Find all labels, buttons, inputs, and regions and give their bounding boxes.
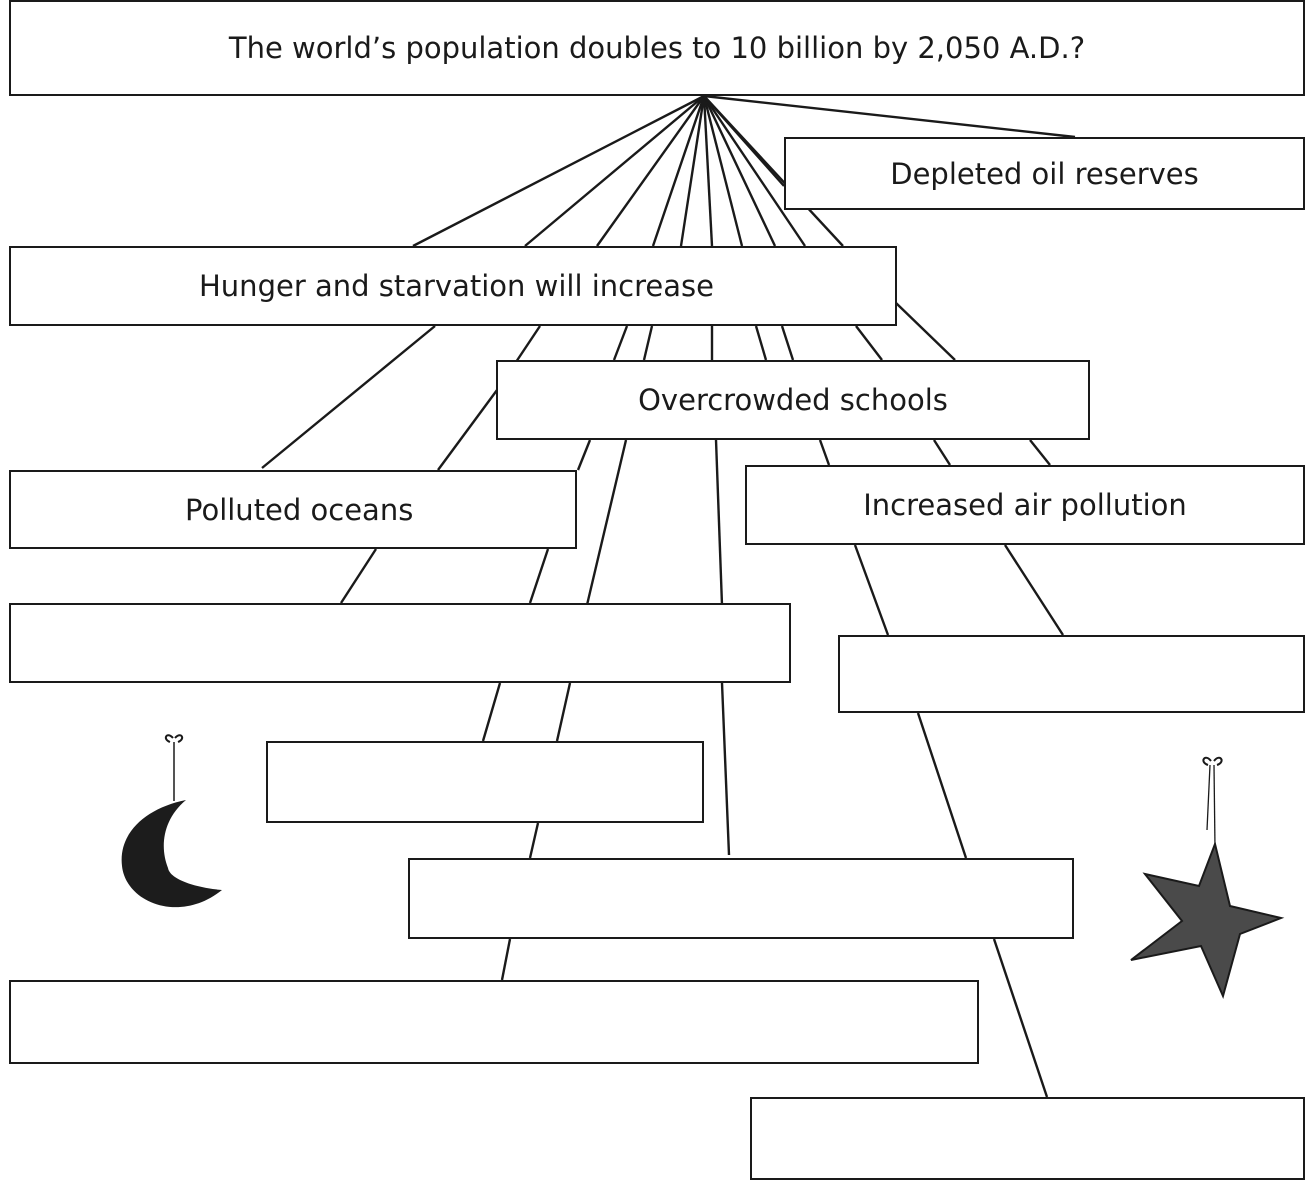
star-icon [1130, 756, 1285, 999]
blank-box-3[interactable] [266, 741, 704, 823]
consequence-box-schools: Overcrowded schools [496, 360, 1090, 440]
consequence-label-schools: Overcrowded schools [638, 383, 948, 417]
consequence-label-oceans: Polluted oceans [185, 492, 414, 527]
blank-box-5[interactable] [9, 980, 979, 1064]
blank-box-4[interactable] [408, 858, 1074, 939]
consequence-label-oil: Depleted oil reserves [890, 156, 1199, 191]
consequence-box-air: Increased air pollution [745, 465, 1305, 545]
blank-box-6[interactable] [750, 1097, 1305, 1180]
consequence-label-air: Increased air pollution [863, 488, 1187, 522]
crescent-moon-icon [121, 734, 222, 908]
consequence-box-oceans: Polluted oceans [9, 470, 577, 549]
consequence-label-hunger: Hunger and starvation will increase [199, 269, 714, 303]
main-question-box: The world’s population doubles to 10 bil… [9, 0, 1305, 96]
blank-box-2[interactable] [838, 635, 1305, 713]
blank-box-1[interactable] [9, 603, 791, 683]
consequence-box-oil: Depleted oil reserves [784, 137, 1305, 210]
consequence-box-hunger: Hunger and starvation will increase [9, 246, 897, 326]
main-question-text: The world’s population doubles to 10 bil… [228, 31, 1086, 65]
